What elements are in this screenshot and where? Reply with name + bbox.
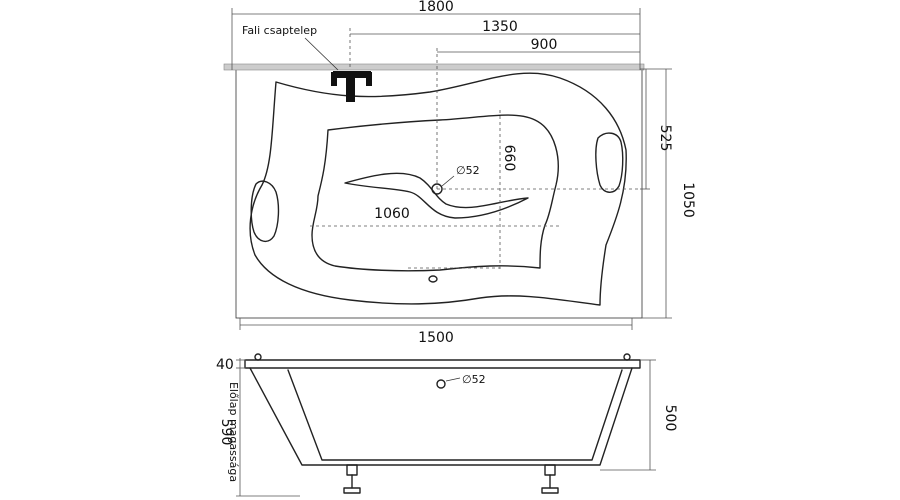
dim-overall-width: 1800 — [418, 0, 454, 15]
panel-height-label: Előlap magassága — [227, 382, 240, 482]
side-body — [249, 367, 633, 466]
dim-drain-to-wall: 525 — [657, 125, 673, 152]
foot-right-icon — [541, 464, 559, 494]
side-rim — [244, 359, 641, 369]
headrest-left — [250, 180, 280, 243]
overflow-slot — [428, 275, 438, 283]
faucet-label: Fali csaptelep — [242, 24, 317, 37]
headrest-right — [595, 132, 624, 193]
tub-rim — [249, 72, 627, 306]
foot-left-icon — [343, 464, 361, 494]
side-view: ∅52 40 590 Előlap magassága 500 — [216, 353, 678, 497]
dim-tub-height: 500 — [662, 405, 678, 432]
side-overflow-diameter-label: ∅52 — [462, 373, 486, 386]
wall-faucet-icon — [331, 71, 372, 102]
dim-rim-height: 40 — [216, 357, 234, 373]
side-overflow-hole — [436, 379, 446, 389]
dim-faucet-offset: 1350 — [482, 19, 518, 35]
drain-diameter-label: ∅52 — [456, 164, 480, 177]
tub-basin — [311, 114, 559, 272]
dim-drain-offset: 900 — [531, 37, 558, 53]
dim-drain-depth: 660 — [501, 145, 517, 172]
wall-strip — [223, 63, 645, 71]
dim-basin-length: 1060 — [374, 206, 410, 222]
side-body-inner — [287, 369, 623, 461]
armrest-shape — [344, 172, 529, 219]
dim-overall-depth: 1050 — [680, 182, 696, 218]
dim-front-width: 1500 — [418, 330, 454, 346]
top-view: 1800 1350 900 Fali csaptelep 1050 525 66… — [223, 0, 696, 346]
dim-panel-height: 590 — [218, 419, 234, 446]
drain-hole — [431, 183, 443, 195]
